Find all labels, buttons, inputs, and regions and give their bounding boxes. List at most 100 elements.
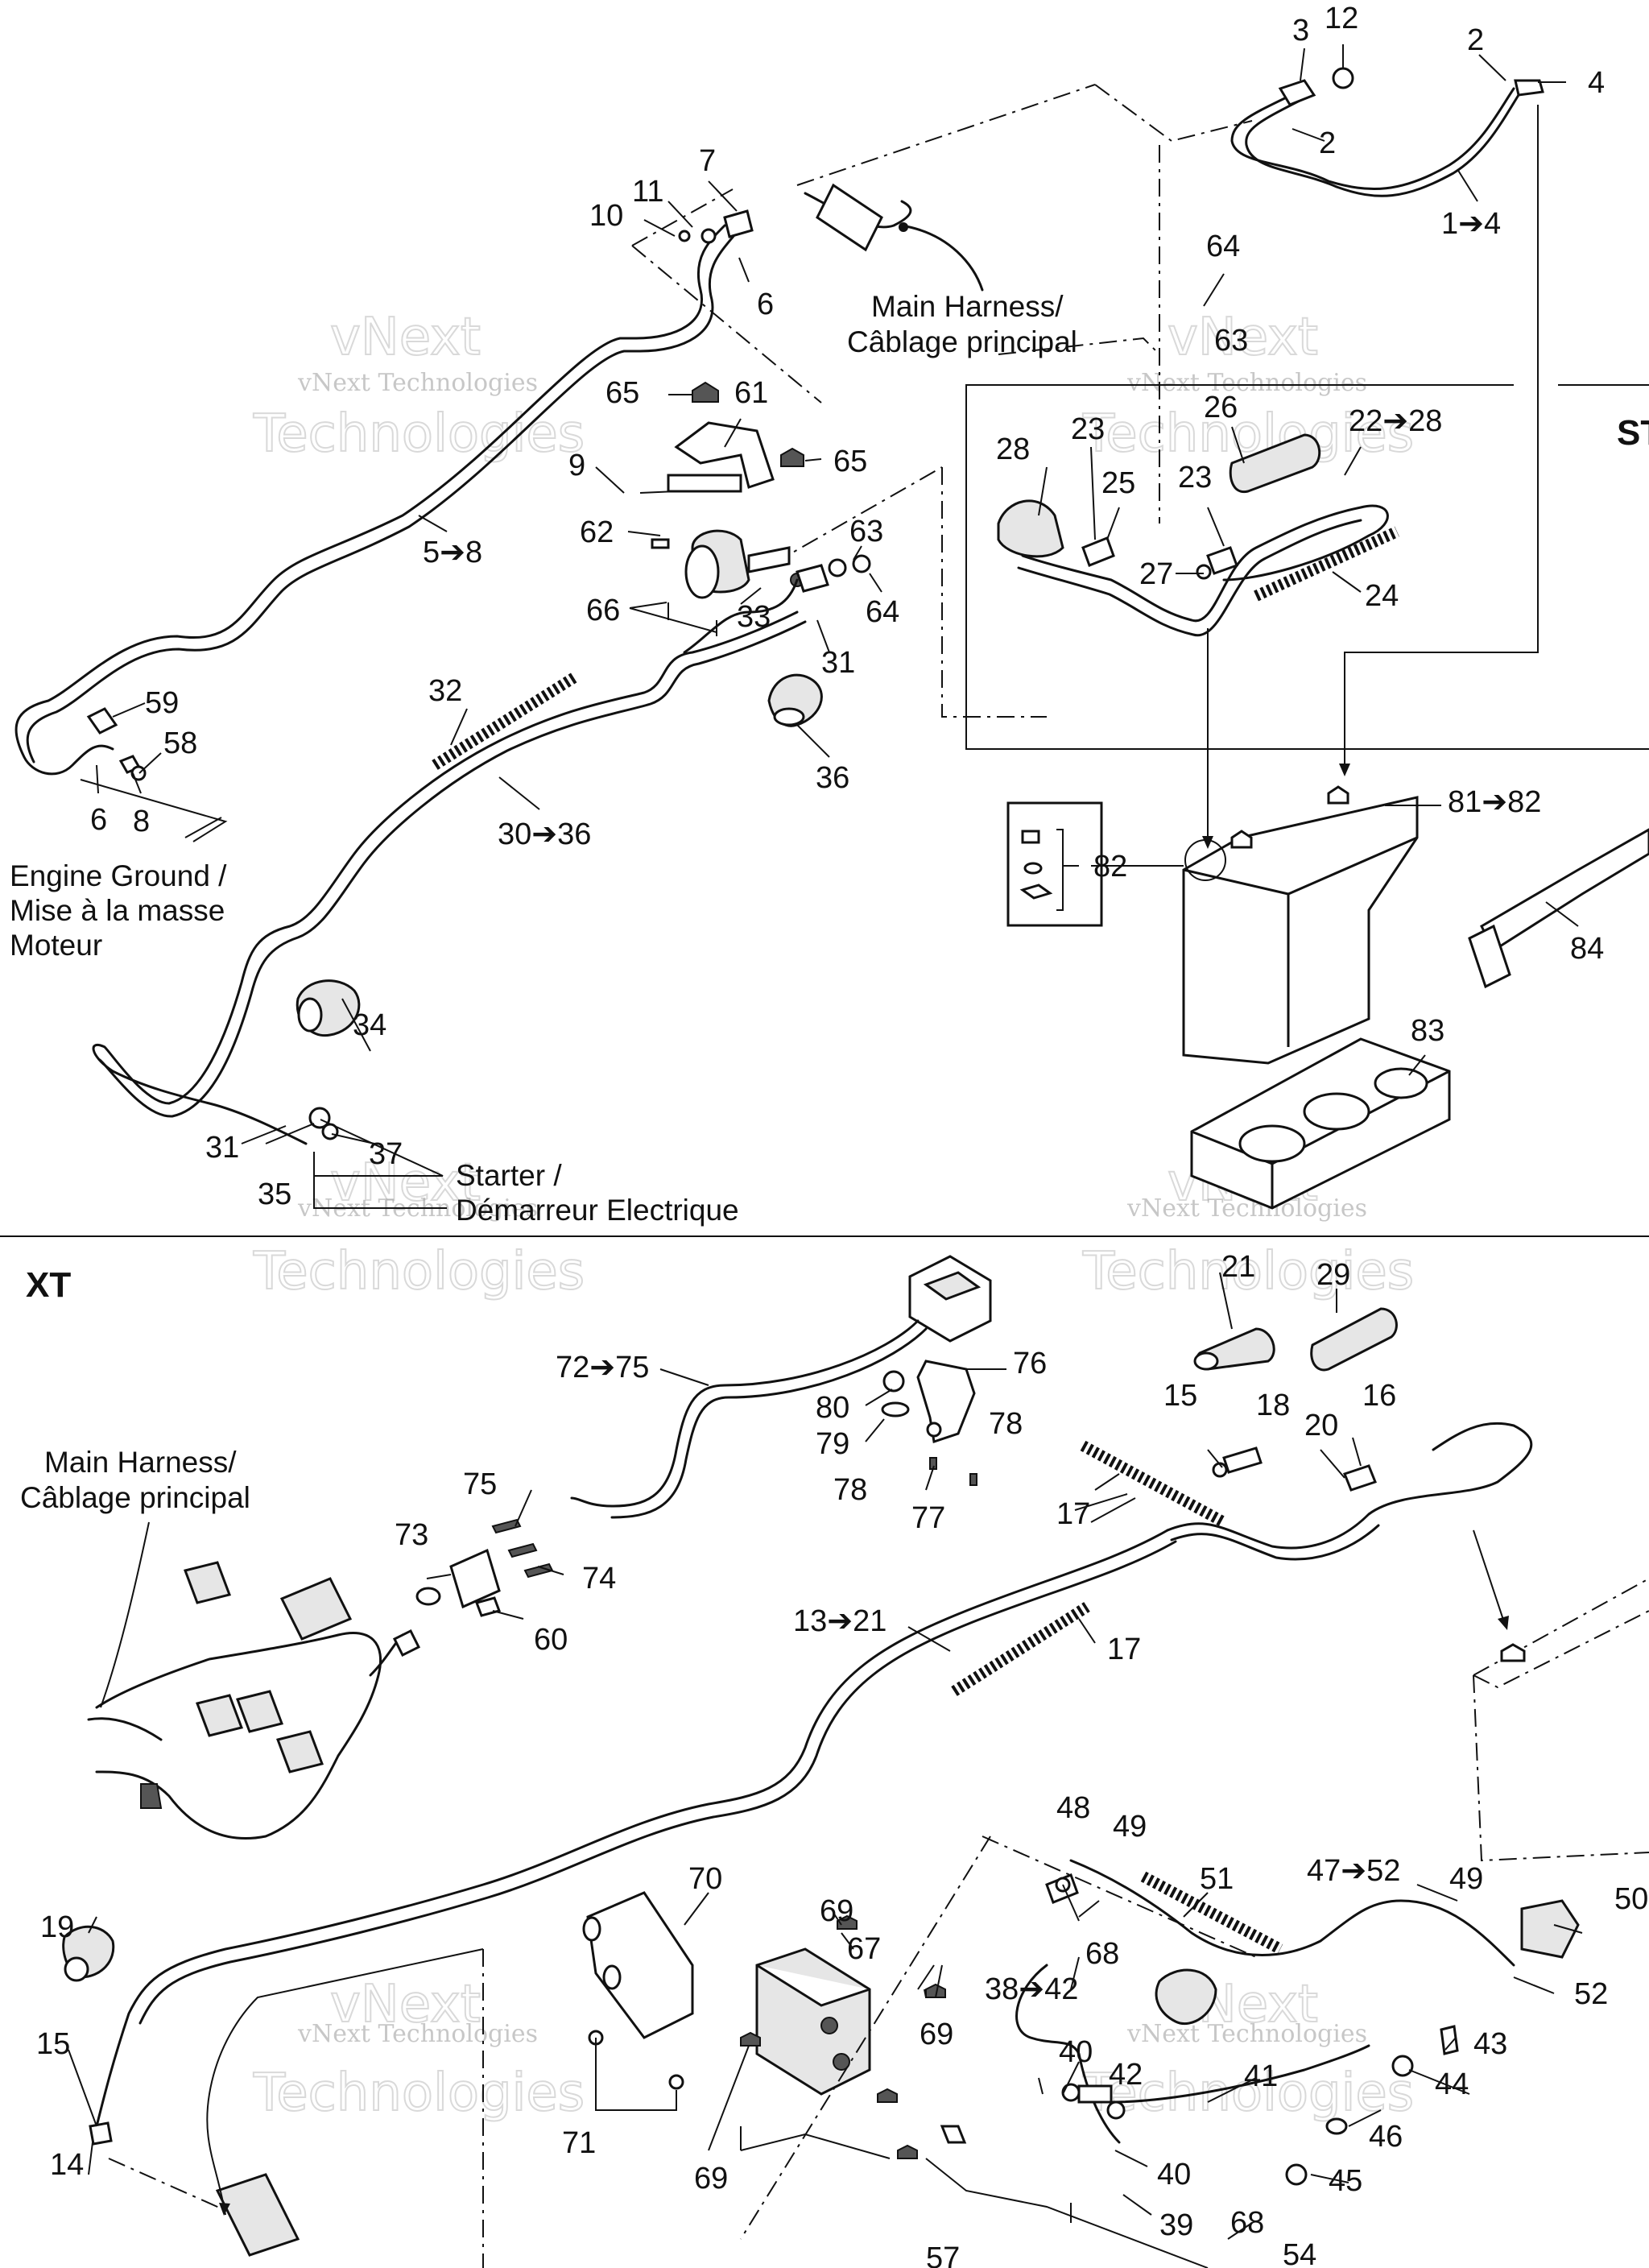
callout-41: 41 <box>1244 2059 1278 2093</box>
callout-59: 59 <box>145 686 179 720</box>
callout-40: 40 <box>1059 2035 1093 2069</box>
callout-54: 54 <box>1283 2238 1316 2268</box>
callout-61: 61 <box>734 376 768 410</box>
callout-57: 57 <box>926 2241 960 2268</box>
callout-10: 10 <box>589 199 623 233</box>
callout-18: 18 <box>1256 1389 1290 1422</box>
callout-68: 68 <box>1230 2206 1264 2240</box>
callout-45: 45 <box>1329 2164 1362 2198</box>
callout-46: 46 <box>1369 2120 1403 2154</box>
cable-5-8 <box>14 224 726 776</box>
callout-47-52: 47➔52 <box>1307 1854 1400 1888</box>
callout-58: 58 <box>163 726 197 760</box>
watermark-technologies: Technologies <box>1082 2063 1414 2123</box>
leader-lines-bottom <box>68 1272 1583 2240</box>
callout-1-4: 1➔4 <box>1441 207 1501 241</box>
callout-74: 74 <box>582 1562 616 1595</box>
callout-14: 14 <box>50 2148 84 2182</box>
callout-51: 51 <box>1200 1862 1234 1896</box>
caption-engine-ground-moteur: Moteur <box>10 929 102 962</box>
callout-28: 28 <box>996 432 1030 466</box>
section-tag-st: ST <box>1617 413 1649 453</box>
watermark-vnext: vNext <box>330 1153 481 1213</box>
callout-65: 65 <box>605 376 639 410</box>
callout-31: 31 <box>821 646 855 680</box>
st-frame <box>965 384 1649 750</box>
callout-42: 42 <box>1109 2058 1143 2092</box>
callout-9: 9 <box>568 449 585 482</box>
callout-25: 25 <box>1101 466 1135 500</box>
boot-29 <box>1310 1307 1398 1372</box>
callout-39: 39 <box>1159 2208 1193 2242</box>
callout-76: 76 <box>1013 1347 1047 1380</box>
bracket-61 <box>674 421 775 489</box>
callout-69: 69 <box>694 2162 728 2196</box>
callout-62: 62 <box>580 515 614 549</box>
callout-6: 6 <box>90 803 107 837</box>
caption-main-harness-bottom-fr: Câblage principal <box>20 1481 250 1514</box>
callout-70: 70 <box>688 1862 722 1896</box>
callout-11: 11 <box>632 175 663 209</box>
leader-lines-top <box>80 44 1579 1209</box>
callout-40: 40 <box>1157 2158 1191 2191</box>
watermark-technologies: Technologies <box>253 2063 585 2123</box>
callout-23: 23 <box>1071 412 1105 446</box>
callout-3: 3 <box>1292 14 1309 48</box>
caption-main-harness-top-fr: Câblage principal <box>847 325 1077 358</box>
captions: Main Harness/ Câblage principal Engine G… <box>10 290 1077 1514</box>
watermark-vnext: vNext <box>1168 308 1318 367</box>
callout-7: 7 <box>699 144 716 178</box>
callout-21: 21 <box>1221 1250 1255 1284</box>
callout-24: 24 <box>1365 579 1399 613</box>
bracket-76 <box>916 1360 976 1443</box>
callout-38-42: 38➔42 <box>985 1972 1078 2006</box>
watermark-text: vNext Technologies <box>297 369 538 397</box>
callout-80: 80 <box>816 1391 849 1425</box>
watermark-vnext: vNext <box>330 1975 481 2034</box>
callout-30-36: 30➔36 <box>498 817 591 851</box>
callout-16: 16 <box>1362 1379 1396 1413</box>
callout-35: 35 <box>258 1177 291 1211</box>
callout-78: 78 <box>833 1473 867 1507</box>
callout-73: 73 <box>395 1518 428 1552</box>
callout-13-21: 13➔21 <box>793 1604 886 1638</box>
callout-49: 49 <box>1449 1862 1483 1896</box>
callout-44: 44 <box>1435 2067 1469 2101</box>
caption-main-harness-bottom: Main Harness/ <box>44 1446 237 1479</box>
callout-2: 2 <box>1467 23 1484 57</box>
caption-starter-fr: Démarreur Electrique <box>456 1194 739 1227</box>
callout-72-75: 72➔75 <box>556 1351 649 1384</box>
callout-69: 69 <box>820 1894 853 1928</box>
caption-main-harness-top: Main Harness/ <box>871 290 1064 323</box>
callout-20: 20 <box>1304 1409 1338 1442</box>
watermark-text: vNext Technologies <box>297 2020 538 2048</box>
callout-68: 68 <box>1085 1937 1119 1971</box>
cable-47-52 <box>1069 1859 1515 1967</box>
caption-engine-ground: Engine Ground / <box>10 859 227 892</box>
callout-66: 66 <box>586 594 620 627</box>
cable-38-42 <box>1015 1964 1121 2144</box>
callout-4: 4 <box>1588 66 1605 100</box>
cable-13-21 <box>95 1529 1169 2128</box>
watermarks: vNext vNext Technologies Technologies vN… <box>252 307 1415 2124</box>
callout-33: 33 <box>737 600 771 634</box>
section-tag-xt: XT <box>26 1265 71 1305</box>
callouts: 3 12 2 4 2 1➔4 7 11 10 6 64 63 65 61 9 6… <box>36 2 1648 2268</box>
callout-79: 79 <box>816 1427 849 1461</box>
bottom-drawing <box>62 1255 1649 2268</box>
callout-6: 6 <box>757 288 774 321</box>
watermark-technologies: Technologies <box>253 1242 585 1302</box>
callout-26: 26 <box>1204 391 1238 424</box>
watermark-text: vNext Technologies <box>1126 369 1367 397</box>
callout-82: 82 <box>1093 850 1127 884</box>
watermark-technologies: Technologies <box>253 404 585 464</box>
callout-63: 63 <box>1214 324 1248 358</box>
callout-15: 15 <box>36 2027 70 2061</box>
module-70 <box>586 1891 694 2039</box>
callout-23: 23 <box>1178 461 1212 495</box>
callout-67: 67 <box>847 1932 881 1966</box>
main-harness-bottom <box>95 1631 382 1840</box>
watermark-vnext: vNext <box>330 308 481 367</box>
callout-22-28: 22➔28 <box>1349 404 1442 438</box>
